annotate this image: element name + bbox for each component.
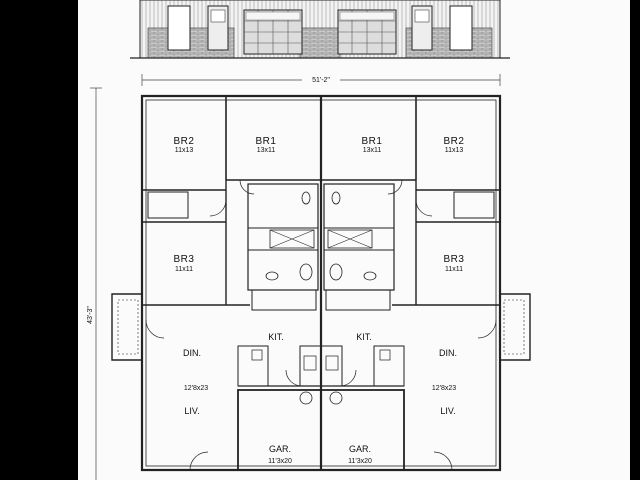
room-name: BR2 bbox=[444, 136, 465, 147]
width-dimension-bg bbox=[302, 72, 340, 86]
dimension-lines bbox=[90, 74, 501, 480]
room-name: BR1 bbox=[256, 136, 277, 147]
room-name: KIT. bbox=[268, 332, 284, 342]
width-dimension: 51'-2" bbox=[312, 77, 330, 84]
room-size: 13x11 bbox=[363, 147, 382, 154]
room-size: 11x11 bbox=[445, 266, 463, 273]
room-name: BR2 bbox=[174, 136, 195, 147]
room-name: BR3 bbox=[174, 254, 195, 265]
room-size: 13x11 bbox=[257, 147, 276, 154]
room-name: GAR. bbox=[269, 444, 291, 454]
room-name: KIT. bbox=[356, 332, 372, 342]
depth-dimension: 43'-3" bbox=[87, 306, 94, 324]
room-size: 11x11 bbox=[175, 266, 193, 273]
room-name: DIN. bbox=[439, 348, 457, 358]
room-labels: BR2 11x13 BR1 13x11 BR3 11x11 KIT. DIN. … bbox=[174, 136, 465, 465]
room-name: DIN. bbox=[183, 348, 201, 358]
room-name: LIV. bbox=[440, 406, 455, 416]
room-name: GAR. bbox=[349, 444, 371, 454]
plan-walls bbox=[111, 94, 531, 472]
room-name: BR3 bbox=[444, 254, 465, 265]
room-size: 12'8x23 bbox=[432, 385, 456, 392]
room-size: 11x13 bbox=[175, 147, 194, 154]
room-size: 11x13 bbox=[445, 147, 464, 154]
room-name: BR1 bbox=[362, 136, 383, 147]
room-size: 11'3x20 bbox=[268, 458, 292, 465]
front-elevation bbox=[130, 0, 510, 59]
room-size: 11'3x20 bbox=[348, 458, 372, 465]
room-size: 12'8x23 bbox=[184, 385, 208, 392]
room-name: LIV. bbox=[184, 406, 199, 416]
